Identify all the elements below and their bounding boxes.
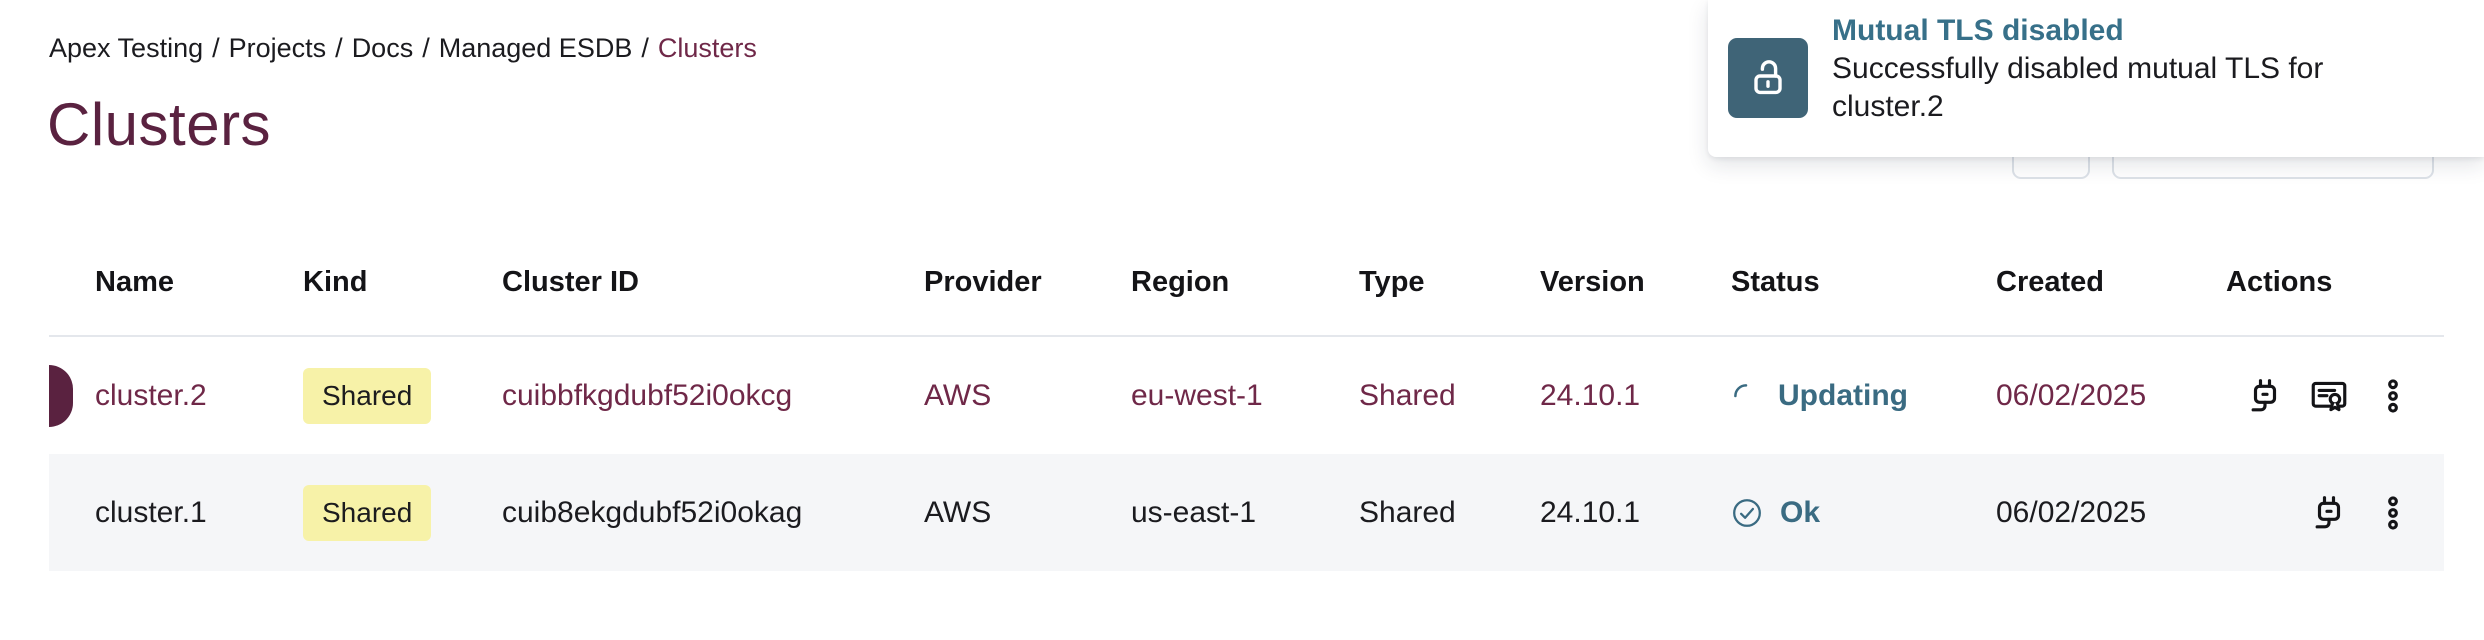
cell-actions (2226, 375, 2444, 417)
kind-badge: Shared (303, 484, 432, 541)
status-label: Ok (1780, 495, 1821, 529)
plug-icon (2251, 378, 2277, 411)
column-header-provider: Provider (924, 265, 1042, 298)
table-row-cluster.2: cluster.2 Shared cuibbfkgdubf52i0okcg AWS eu… (49, 337, 2444, 454)
breadcrumb-item-docs[interactable]: Docs (351, 33, 414, 63)
certificate-button[interactable] (2308, 375, 2350, 417)
column-header-created: Created (1996, 265, 2104, 298)
connect-button[interactable] (2244, 375, 2286, 417)
column-header-status: Status (1731, 265, 1820, 298)
status-updating-spinner-icon (1734, 383, 1748, 397)
breadcrumb-separator: / (422, 33, 430, 63)
cell-provider: AWS (924, 495, 992, 529)
breadcrumb-item-managed-esdb[interactable]: Managed ESDB (438, 33, 633, 63)
toast-icon-box (1728, 38, 1808, 118)
kebab-menu-icon (2388, 495, 2398, 530)
column-header-cluster-id: Cluster ID (502, 265, 639, 298)
cell-created: 06/02/2025 (1996, 495, 2147, 529)
clusters-table: Name Kind Cluster ID Provider Region Type Vers… (49, 245, 2444, 571)
toast-notification: Mutual TLS disabled Successfully disable… (1708, 0, 2484, 157)
breadcrumb-separator: / (641, 33, 649, 63)
active-row-indicator (49, 364, 73, 427)
cell-cluster-id[interactable]: cuibbfkgdubf52i0okcg (502, 378, 793, 412)
cell-status: Ok (1731, 496, 1996, 530)
connect-button[interactable] (2308, 492, 2350, 534)
breadcrumb-item-apex-testing[interactable]: Apex Testing (49, 33, 204, 63)
breadcrumb-item-clusters: Clusters (657, 33, 757, 63)
breadcrumb-item-projects[interactable]: Projects (228, 33, 327, 63)
status-ok-icon (1733, 498, 1761, 527)
column-header-type: Type (1359, 265, 1425, 298)
cell-type: Shared (1359, 495, 1456, 529)
cell-region: us-east-1 (1131, 495, 1257, 529)
column-header-actions: Actions (2226, 265, 2333, 298)
unlock-icon (1754, 60, 1782, 95)
cell-region: eu-west-1 (1131, 378, 1263, 412)
cell-created: 06/02/2025 (1996, 378, 2147, 412)
status-label: Updating (1778, 378, 1908, 412)
cell-cluster-id[interactable]: cuib8ekgdubf52i0okag (502, 495, 803, 529)
cell-status: Updating (1731, 379, 1996, 413)
kebab-menu-icon (2388, 378, 2398, 413)
toast-message: Successfully disabled mutual TLS for clu… (1832, 52, 2324, 123)
column-header-version: Version (1540, 265, 1645, 298)
cell-kind: Shared (303, 367, 502, 424)
table-row-cluster.1: cluster.1 Shared cuib8ekgdubf52i0okag AWS us… (49, 454, 2444, 571)
row-menu-button[interactable] (2372, 375, 2414, 417)
cell-version: 24.10.1 (1540, 378, 1641, 412)
column-header-name: Name (95, 265, 174, 298)
breadcrumb-separator: / (335, 33, 343, 63)
toast-title: Mutual TLS disabled (1832, 14, 2124, 47)
kind-badge: Shared (303, 367, 432, 424)
column-header-kind: Kind (303, 265, 368, 298)
plug-icon (2315, 495, 2341, 528)
page-title: Clusters (47, 91, 272, 158)
cell-name[interactable]: cluster.1 (95, 495, 207, 529)
breadcrumb: Apex Testing / Projects / Docs / Managed ESDB /… (49, 30, 757, 66)
breadcrumb-separator: / (212, 33, 220, 63)
cell-type: Shared (1359, 378, 1456, 412)
cell-name[interactable]: cluster.2 (95, 378, 207, 412)
table-header-row: Name Kind Cluster ID Provider Region Type Vers… (49, 245, 2444, 337)
cell-version: 24.10.1 (1540, 495, 1641, 529)
row-menu-button[interactable] (2372, 492, 2414, 534)
column-header-region: Region (1131, 265, 1230, 298)
cell-actions (2226, 492, 2444, 534)
certificate-icon (2311, 381, 2347, 411)
cell-provider: AWS (924, 378, 992, 412)
cell-kind: Shared (303, 484, 502, 541)
